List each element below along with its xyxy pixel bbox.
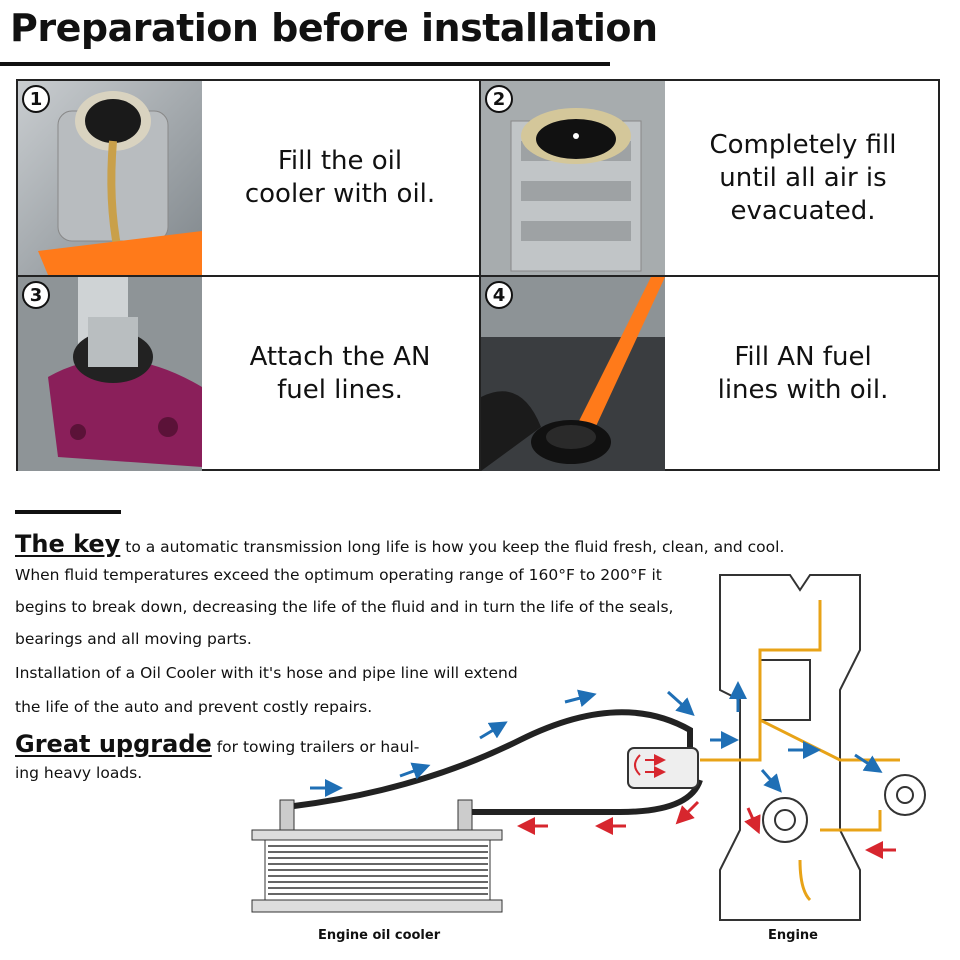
step-3-photo — [18, 277, 202, 471]
step-3-caption: Attach the AN fuel lines. — [249, 342, 431, 405]
key-text: to a automatic transmission long life is… — [120, 538, 785, 556]
cooler-label: Engine oil cooler — [318, 928, 441, 943]
step-1-caption: Fill the oil cooler with oil. — [244, 146, 436, 209]
upgrade-text: for towing trailers or haul- — [211, 738, 420, 756]
paragraph-line-3: bearings and all moving parts. — [15, 630, 252, 648]
step-1-number: 1 — [22, 85, 50, 113]
step-card-1: 1 Fill the oil cooler with oil. — [18, 81, 478, 275]
step-card-4: 4 Fill AN fuel lines with oil. — [481, 277, 941, 471]
upgrade-heading: Great upgrade — [15, 730, 212, 758]
engine-graphic — [719, 574, 926, 921]
step-2-caption: Completely fill until all air is evacuat… — [709, 129, 897, 226]
key-statement: The key to a automatic transmission long… — [15, 530, 945, 558]
page-title: Preparation before installation — [10, 6, 658, 50]
grid-divider-horizontal — [18, 275, 938, 277]
step-2-number: 2 — [485, 85, 513, 113]
steps-grid: 1 Fill the oil cooler with oil. 2 Comple… — [16, 79, 940, 471]
step-card-2: 2 Completely fill until all air is evacu… — [481, 81, 941, 275]
step-4-number: 4 — [485, 281, 513, 309]
section-divider — [15, 510, 121, 514]
engine-label: Engine — [768, 928, 818, 943]
paragraph-line-5: the life of the auto and prevent costly … — [15, 698, 373, 716]
upgrade-statement: Great upgrade for towing trailers or hau… — [15, 730, 419, 758]
paragraph-line-1: When fluid temperatures exceed the optim… — [15, 566, 662, 584]
step-3-number: 3 — [22, 281, 50, 309]
oil-cooler-graphic — [251, 799, 503, 913]
step-card-3: 3 Attach the AN fuel lines. — [18, 277, 478, 471]
step-4-photo — [481, 277, 665, 471]
step-1-photo — [18, 81, 202, 275]
oil-flow-diagram — [240, 555, 960, 955]
key-heading: The key — [15, 530, 121, 558]
paragraph-line-2: begins to break down, decreasing the lif… — [15, 598, 674, 616]
step-4-caption: Fill AN fuel lines with oil. — [717, 342, 889, 405]
title-underline — [0, 62, 610, 66]
upgrade-line-2: ing heavy loads. — [15, 764, 143, 782]
paragraph-line-4: Installation of a Oil Cooler with it's h… — [15, 664, 518, 682]
step-2-photo — [481, 81, 665, 275]
